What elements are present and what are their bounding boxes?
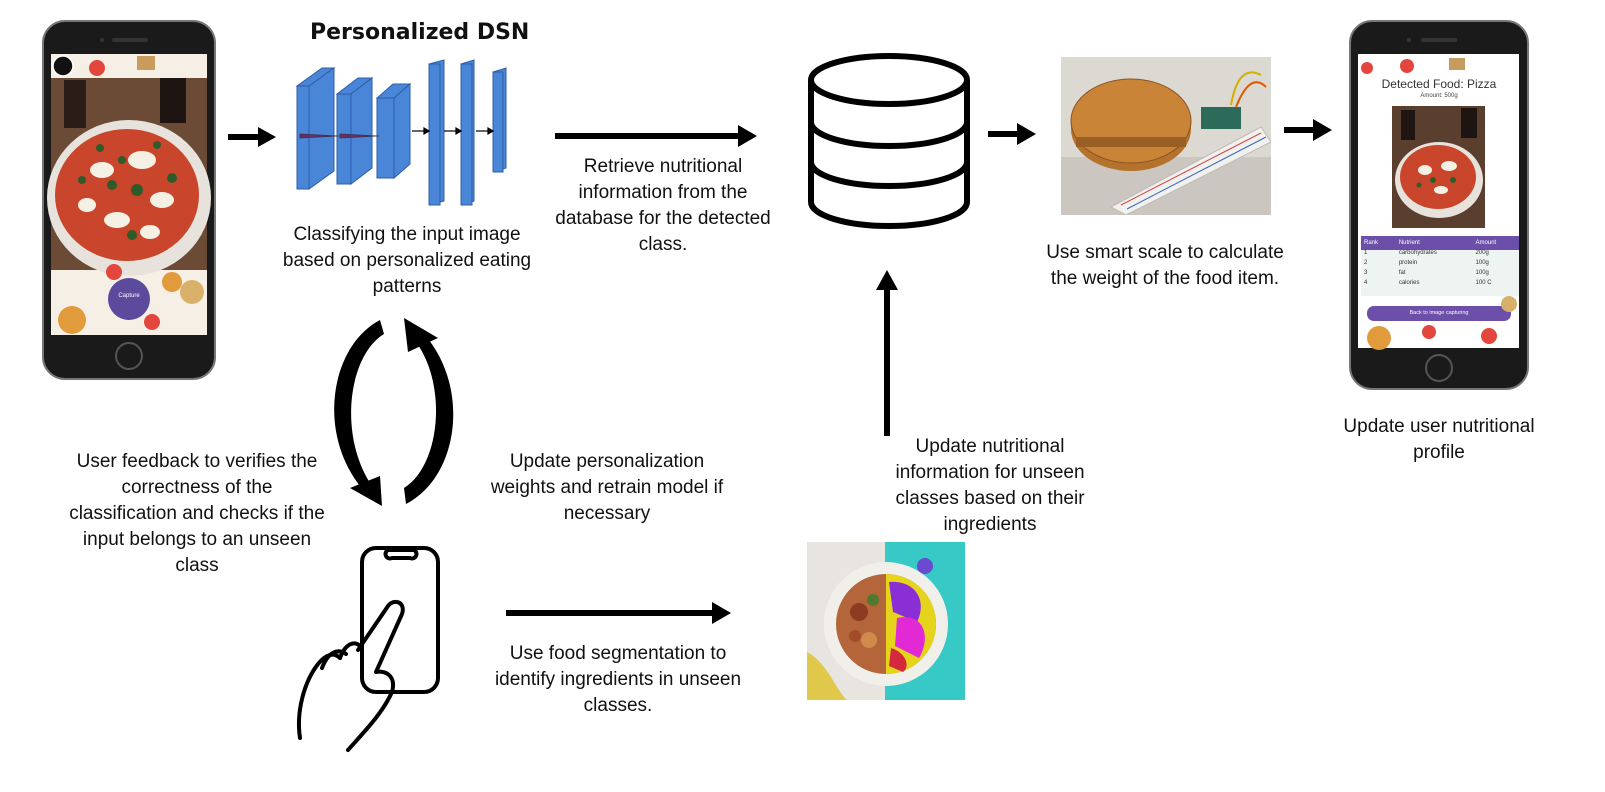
table-header: Rank <box>1364 240 1379 246</box>
right-phone: Detected Food: Pizza Amount: 500g Rank N… <box>1349 20 1529 390</box>
table-cell: 3 <box>1364 270 1368 276</box>
arrow-feedback-to-segmentation <box>506 602 731 624</box>
table-header-row: Rank Nutrient Amount <box>1361 238 1519 248</box>
caption-feedback: User feedback to verifies the correctnes… <box>69 451 325 576</box>
caption-classify: Classifying the input image based on per… <box>282 224 532 297</box>
conv-layer-3 <box>375 82 412 180</box>
caption-retrieve: Retrieve nutritional information from th… <box>555 156 771 255</box>
nutrient-table: Rank Nutrient Amount 1 carbohydrates 200… <box>1361 238 1519 288</box>
diagram-title: Personalized DSN <box>310 20 530 45</box>
caption-update-unseen: Update nutritional information for unsee… <box>895 436 1085 535</box>
caption-profile: Update user nutritional profile <box>1343 416 1535 463</box>
capture-button[interactable]: Capture <box>118 293 140 299</box>
table-row: 1 carbohydrates 200g <box>1361 248 1519 258</box>
arrow-dsn-to-database <box>555 125 757 147</box>
smart-scale-photo <box>1061 57 1271 215</box>
fc-layer-3 <box>492 67 507 173</box>
table-cell: fat <box>1398 270 1406 276</box>
table-cell: 4 <box>1364 280 1368 286</box>
phone-frame-right <box>1349 20 1529 390</box>
dsn-network-diagram <box>295 59 507 206</box>
detected-food-label: Detected Food: Pizza <box>1381 77 1497 91</box>
table-cell: carbohydrates <box>1398 250 1437 256</box>
arrow-phone-to-dsn <box>228 127 276 147</box>
arrow-up-to-database <box>876 270 898 436</box>
back-to-capture-button[interactable]: Back to image capturing <box>1409 310 1469 316</box>
table-cell: 1 <box>1364 250 1368 256</box>
table-cell: calories <box>1398 280 1420 286</box>
caption-weights: Update personalization weights and retra… <box>490 451 724 524</box>
table-header: Amount <box>1475 240 1497 246</box>
amount-label: Amount: 500g <box>1420 93 1458 99</box>
arrow-scale-to-phone <box>1284 119 1332 141</box>
table-cell: 100 C <box>1475 280 1492 286</box>
feedback-loop-icon <box>334 318 454 506</box>
caption-segmentation: Use food segmentation to identify ingred… <box>494 643 742 716</box>
arrow-database-to-scale <box>988 123 1036 145</box>
table-cell: 100g <box>1475 270 1489 276</box>
caption-scale: Use smart scale to calculate the weight … <box>1046 242 1284 289</box>
table-row: 3 fat 100g <box>1361 268 1519 278</box>
table-header: Nutrient <box>1398 240 1420 246</box>
phone-frame-left <box>42 20 216 380</box>
left-phone: Capture <box>42 20 216 380</box>
table-cell: 100g <box>1475 260 1489 266</box>
table-cell: protein <box>1398 260 1418 266</box>
database-icon <box>808 53 970 229</box>
conv-layer-1 <box>295 67 336 190</box>
fc-layer-2 <box>460 59 475 206</box>
table-cell: 200g <box>1475 250 1489 256</box>
hand-touch-phone-icon <box>297 546 440 752</box>
kernel-2 <box>339 133 381 139</box>
table-row: 4 calories 100 C <box>1361 278 1519 288</box>
segmented-food-photo <box>807 542 965 700</box>
fc-layer-1 <box>428 59 445 206</box>
conv-layer-2 <box>335 76 374 186</box>
table-row: 2 protein 100g <box>1361 258 1519 268</box>
table-cell: 2 <box>1364 260 1368 266</box>
kernel-1 <box>299 133 341 139</box>
